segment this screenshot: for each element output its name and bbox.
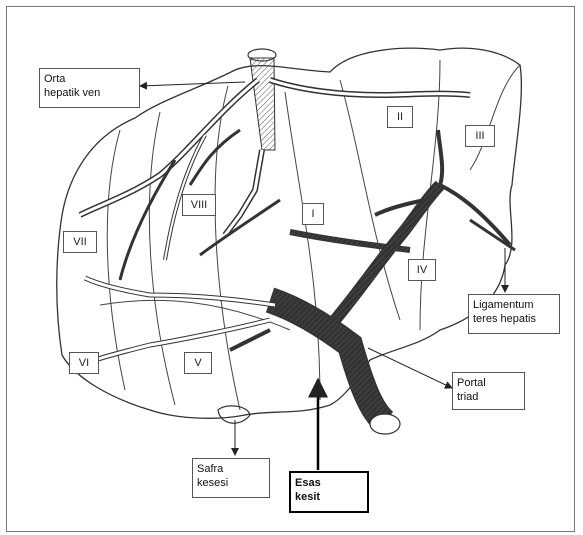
segment-label-i: I xyxy=(302,203,324,225)
segment-line xyxy=(215,86,240,410)
segment-label-v: V xyxy=(184,352,212,374)
segment-label-vi: VI xyxy=(69,352,99,374)
segment-line xyxy=(285,92,320,400)
label-portal-triad: Portal triad xyxy=(452,372,525,410)
arrow-portal-triad xyxy=(368,348,452,388)
segment-label-vii: VII xyxy=(63,231,97,253)
label-ligamentum-teres-hepatis: Ligamentum teres hepatis xyxy=(468,294,560,334)
segment-label-iii: III xyxy=(465,125,495,147)
segment-label-iv: IV xyxy=(408,259,436,281)
segment-line xyxy=(149,112,175,405)
segment-line xyxy=(470,65,520,170)
segment-label-ii: II xyxy=(387,106,413,128)
arrow-orta-hepatik-ven xyxy=(140,82,245,86)
label-orta-hepatik-ven: Orta hepatik ven xyxy=(39,68,140,108)
segment-label-viii: VIII xyxy=(182,194,216,216)
label-safra-kesesi: Safra kesesi xyxy=(192,458,270,498)
label-esas-kesit: Esas kesit xyxy=(289,471,369,513)
